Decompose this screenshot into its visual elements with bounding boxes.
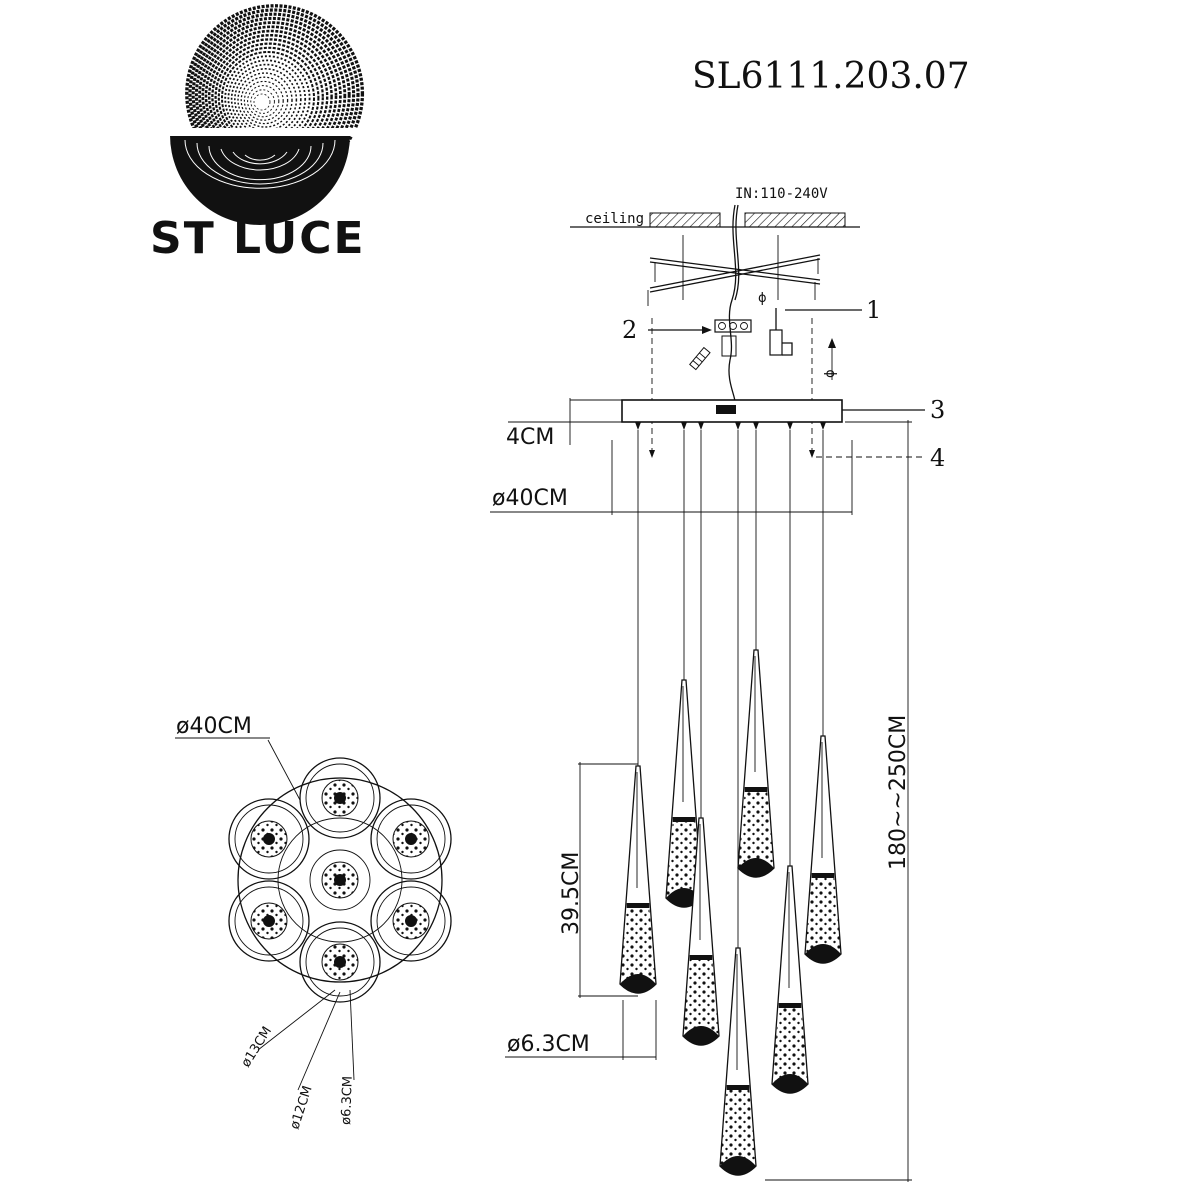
top-view-shade: [299, 921, 381, 1003]
svg-text:ϕ: ϕ: [758, 291, 767, 306]
brand-name: ST LUCE: [150, 213, 366, 264]
top-view-shade: [228, 880, 310, 962]
top-view-shade: [309, 849, 371, 911]
top-view-shade: [228, 798, 310, 880]
pendant-shade: [682, 430, 720, 1046]
top-view-diameter-dimension: ø40CM: [175, 714, 301, 801]
pendant-shade: [665, 430, 703, 908]
ceiling-installation: ceiling IN:110-240V ϕ: [570, 186, 945, 472]
pendant-shade: [771, 430, 809, 1094]
ring-outer-label: ø13CM: [239, 1024, 275, 1070]
callout-2: 2: [622, 316, 637, 344]
svg-text:ϕ: ϕ: [823, 369, 838, 378]
logo-rings: [170, 4, 365, 225]
ring-inner-label: ø12CM: [288, 1084, 316, 1131]
canopy: [621, 399, 843, 458]
callout-3: 3: [930, 396, 945, 424]
shade-length-dimension: 39.5CM: [559, 762, 638, 998]
top-view: [228, 757, 452, 1003]
shade-diameter-dimension: ø6.3CM: [505, 1000, 657, 1060]
canopy-diameter-label: ø40CM: [492, 486, 568, 511]
input-voltage-label: IN:110-240V: [735, 186, 828, 202]
top-view-ring-dimensions: ø13CM ø12CM ø6.3CM: [239, 989, 356, 1131]
shade-length-label: 39.5CM: [559, 852, 584, 935]
canopy-diameter-dimension: ø40CM: [490, 440, 853, 515]
pendant-shade: [804, 430, 842, 964]
top-view-shade: [370, 798, 452, 880]
ceiling-label: ceiling: [585, 211, 644, 227]
pendant-shade: [719, 430, 757, 1176]
callout-4: 4: [930, 444, 945, 472]
pendant-shade: [737, 430, 775, 878]
brand-logo-icon: [160, 4, 365, 225]
top-view-shade: [370, 880, 452, 962]
shade-diameter-label: ø6.3CM: [507, 1032, 590, 1057]
canopy-height-dimension: 4CM: [506, 398, 622, 450]
callout-1: 1: [866, 296, 881, 324]
pendant-shade: [619, 430, 657, 994]
top-diameter-label: ø40CM: [176, 714, 252, 739]
top-view-shade: [299, 757, 381, 839]
pendant-group: [619, 430, 842, 1176]
model-number: SL6111.203.07: [692, 56, 970, 97]
overall-height-label: 180~~250CM: [886, 715, 911, 870]
shade-top-label: ø6.3CM: [339, 1076, 356, 1125]
canopy-height-label: 4CM: [506, 425, 554, 450]
overall-height-dimension: 180~~250CM: [765, 420, 912, 1182]
